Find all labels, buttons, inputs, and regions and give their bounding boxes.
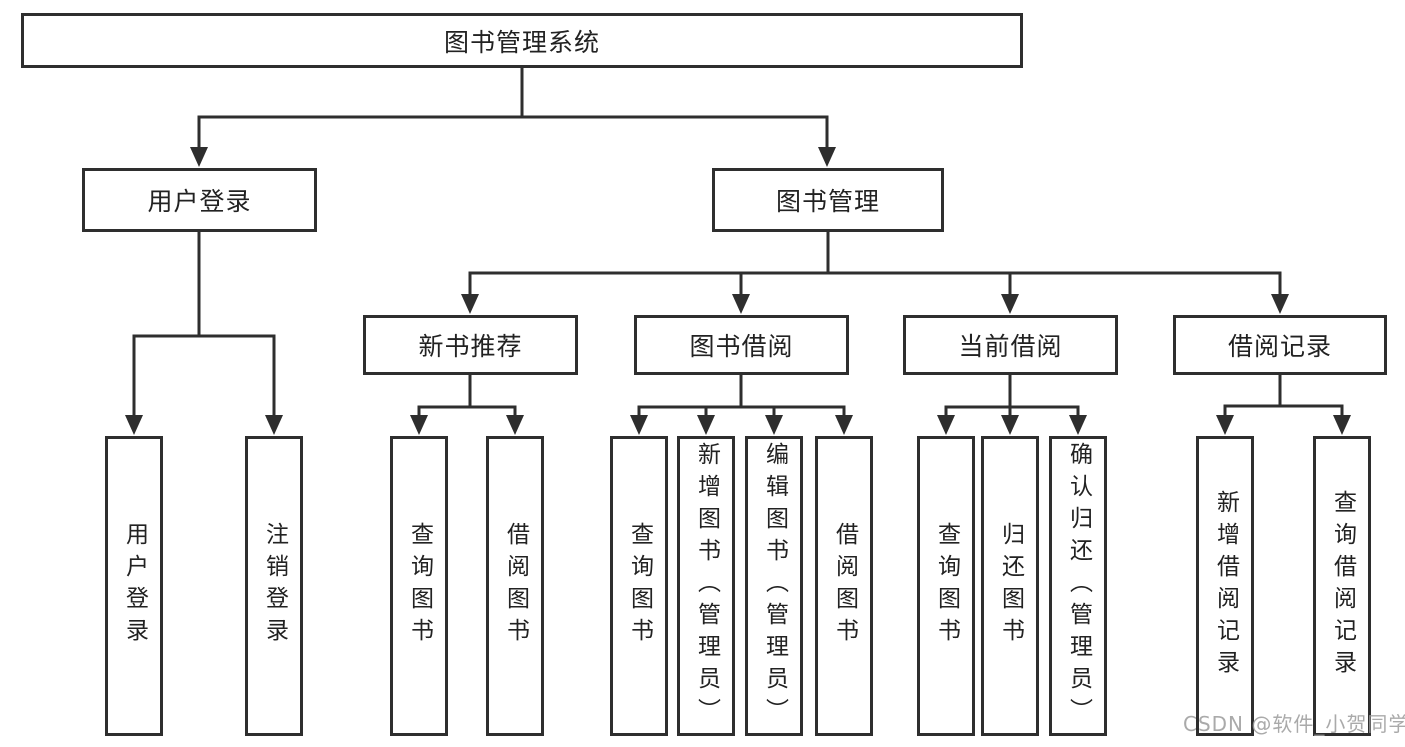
node-leaf-borrow-books-recommend: 借阅图书 xyxy=(486,436,544,736)
arrowhead xyxy=(937,415,955,435)
node-label: 查询图书 xyxy=(626,522,653,650)
arrowhead xyxy=(732,294,750,314)
connector-bookmgmt-to-level3 xyxy=(468,232,1282,296)
node-leaf-query-books-recommend: 查询图书 xyxy=(390,436,448,736)
arrowhead xyxy=(630,415,648,435)
node-label: 用户登录 xyxy=(147,187,252,216)
arrowhead xyxy=(1001,294,1019,314)
connector-borrow-to-leaves xyxy=(637,375,846,417)
connector-root-to-level2 xyxy=(197,68,829,149)
node-leaf-return-book: 归还图书 xyxy=(981,436,1039,736)
node-leaf-query-borrow-record: 查询借阅记录 xyxy=(1313,436,1371,736)
arrowhead xyxy=(125,415,143,435)
node-label: 借阅记录 xyxy=(1227,332,1332,361)
arrowhead xyxy=(410,415,428,435)
node-root: 图书管理系统 xyxy=(21,13,1023,68)
node-leaf-confirm-return-admin: 确认归还（管理员） xyxy=(1049,436,1107,736)
node-label: 查询图书 xyxy=(933,522,960,650)
connector-recommend-to-leaves xyxy=(417,375,517,417)
node-label: 图书管理 xyxy=(775,187,880,216)
watermark: CSDN @软件_小贺同学 xyxy=(1183,712,1405,736)
node-leaf-edit-book-admin: 编辑图书（管理员） xyxy=(745,436,803,736)
arrowhead xyxy=(190,147,208,167)
arrowhead xyxy=(835,415,853,435)
arrowhead xyxy=(697,415,715,435)
node-leaf-logout: 注销登录 xyxy=(245,436,303,736)
node-label: 借阅图书 xyxy=(831,522,858,650)
arrowhead xyxy=(461,294,479,314)
node-label: 注销登录 xyxy=(261,522,288,650)
arrowhead xyxy=(506,415,524,435)
arrowhead xyxy=(265,415,283,435)
node-book-borrow: 图书借阅 xyxy=(634,315,849,375)
arrowhead xyxy=(1333,415,1351,435)
arrowhead xyxy=(1001,415,1019,435)
node-label: 新增借阅记录 xyxy=(1212,490,1239,682)
node-label: 图书借阅 xyxy=(689,332,794,361)
node-leaf-user-login: 用户登录 xyxy=(105,436,163,736)
connector-current-to-leaves xyxy=(944,375,1080,417)
node-label: 查询借阅记录 xyxy=(1329,490,1356,682)
connector-records-to-leaves xyxy=(1223,375,1344,417)
node-label: 用户登录 xyxy=(121,522,148,650)
node-leaf-query-books-borrow: 查询图书 xyxy=(610,436,668,736)
node-label: 归还图书 xyxy=(997,522,1024,650)
node-current-borrow: 当前借阅 xyxy=(903,315,1118,375)
node-label: 编辑图书（管理员） xyxy=(761,442,788,730)
node-label: 新增图书（管理员） xyxy=(693,442,720,730)
node-leaf-borrow-books-borrow: 借阅图书 xyxy=(815,436,873,736)
node-label: 当前借阅 xyxy=(958,332,1063,361)
arrowhead xyxy=(765,415,783,435)
node-label: 确认归还（管理员） xyxy=(1065,442,1092,730)
node-user-login: 用户登录 xyxy=(82,168,317,232)
node-new-book-recommend: 新书推荐 xyxy=(363,315,578,375)
arrowhead xyxy=(1216,415,1234,435)
node-leaf-add-book-admin: 新增图书（管理员） xyxy=(677,436,735,736)
node-borrow-records: 借阅记录 xyxy=(1173,315,1387,375)
arrowhead xyxy=(818,147,836,167)
node-label: 新书推荐 xyxy=(418,332,523,361)
node-label: 图书管理系统 xyxy=(443,27,600,57)
node-leaf-add-borrow-record: 新增借阅记录 xyxy=(1196,436,1254,736)
node-book-management: 图书管理 xyxy=(712,168,944,232)
connector-userlogin-to-leaves xyxy=(132,232,276,417)
arrowhead xyxy=(1069,415,1087,435)
node-label: 借阅图书 xyxy=(502,522,529,650)
node-leaf-query-books-current: 查询图书 xyxy=(917,436,975,736)
node-label: 查询图书 xyxy=(406,522,433,650)
arrowhead xyxy=(1271,294,1289,314)
